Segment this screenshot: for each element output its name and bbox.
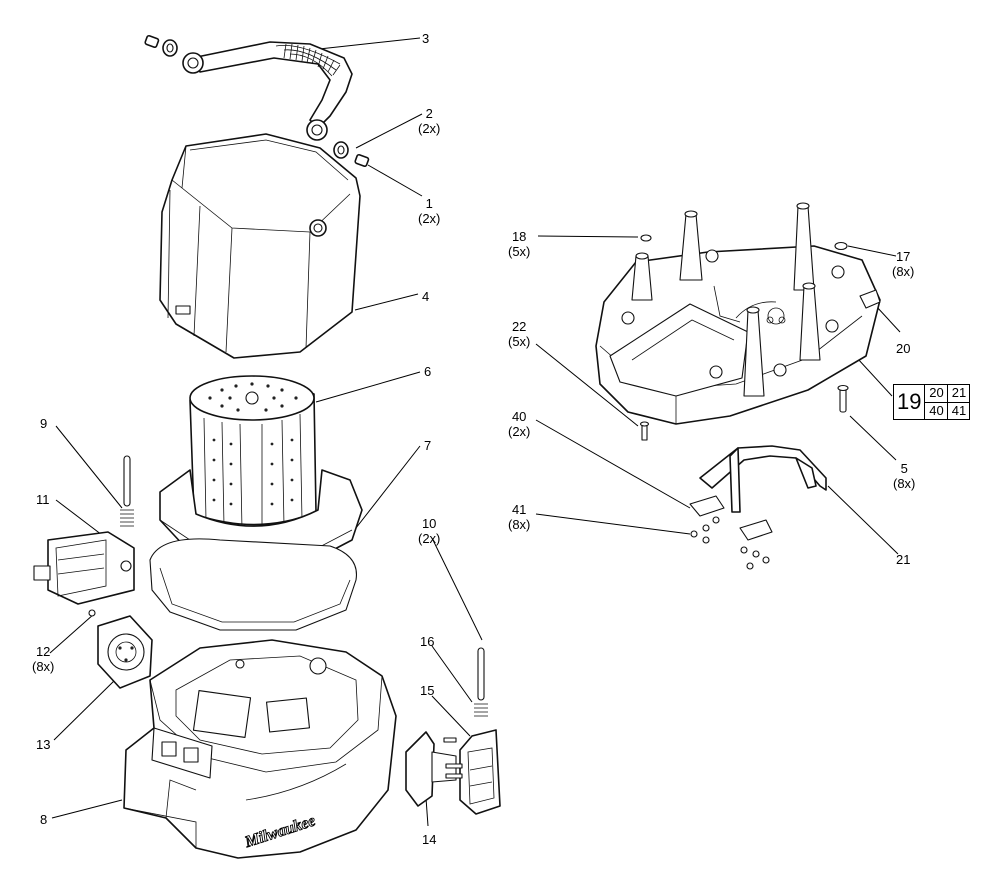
assembly-number: 19 xyxy=(894,385,926,419)
label-part-20: 20 xyxy=(896,341,911,356)
base-plate xyxy=(595,202,881,425)
label-part-22: 22(5x) xyxy=(508,319,531,349)
switch-cover-right xyxy=(459,729,501,815)
inlet-plug xyxy=(405,731,463,807)
pin-spring-right xyxy=(474,647,488,717)
label-part-15: 15 xyxy=(420,683,435,698)
label-part-1: 1(2x) xyxy=(418,196,441,226)
subpart-cell: 20 xyxy=(925,385,948,403)
top-cover xyxy=(159,133,361,359)
label-part-40: 40(2x) xyxy=(508,409,531,439)
receptacle-left xyxy=(97,615,153,689)
switch-cover-left xyxy=(33,531,135,605)
label-part-12: 12(8x) xyxy=(32,644,55,674)
bail-wire xyxy=(699,445,827,513)
assembly-callout-19: 19 20 21 40 41 xyxy=(893,384,971,420)
label-part-13: 13 xyxy=(36,737,51,752)
label-part-41: 41(8x) xyxy=(508,502,531,532)
assembly-subparts: 20 21 40 41 xyxy=(925,385,970,419)
label-part-21: 21 xyxy=(896,552,911,567)
label-part-3: 3 xyxy=(422,31,430,46)
pin-spring-left xyxy=(120,455,134,527)
label-part-8: 8 xyxy=(40,812,48,827)
subpart-cell: 40 xyxy=(929,402,944,418)
screw-12 xyxy=(88,609,96,617)
chassis-ring xyxy=(149,469,363,631)
washer-17 xyxy=(834,241,848,251)
screw-22 xyxy=(639,421,650,441)
label-part-4: 4 xyxy=(422,289,430,304)
label-part-9: 9 xyxy=(40,416,48,431)
leader-lines xyxy=(49,37,901,827)
label-part-2: 2(2x) xyxy=(418,106,441,136)
led-core xyxy=(189,375,317,531)
clamp-40 xyxy=(689,495,773,541)
base-housing: Milwaukee xyxy=(123,639,397,859)
label-part-14: 14 xyxy=(422,832,437,847)
label-part-10: 10(2x) xyxy=(418,516,441,546)
label-part-18: 18(5x) xyxy=(508,229,531,259)
subpart-cell: 41 xyxy=(947,402,969,419)
handle xyxy=(144,34,370,167)
label-part-16: 16 xyxy=(420,634,435,649)
label-part-6: 6 xyxy=(424,364,432,379)
label-part-17: 17(8x) xyxy=(892,249,915,279)
label-part-7: 7 xyxy=(424,438,432,453)
screws-41 xyxy=(690,516,770,570)
label-part-11: 11 xyxy=(36,492,50,507)
subpart-cell: 21 xyxy=(947,385,970,403)
washer-18 xyxy=(640,234,652,242)
label-part-5: 5(8x) xyxy=(893,461,916,491)
